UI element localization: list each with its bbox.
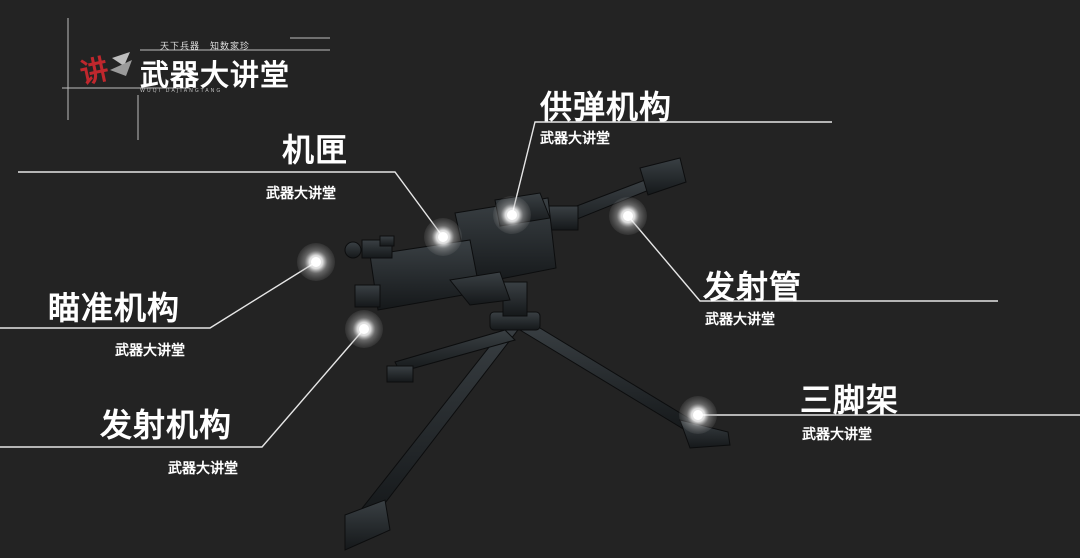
- leader-line-sight: [0, 261, 317, 329]
- leader-line-feed: [511, 121, 832, 216]
- leader-line-receiver: [18, 171, 444, 238]
- label-trigger-subtitle: 武器大讲堂: [168, 461, 238, 477]
- leader-line-barrel: [627, 215, 998, 302]
- label-barrel-subtitle: 武器大讲堂: [705, 312, 775, 328]
- label-tripod-title: 三脚架: [800, 381, 900, 419]
- label-tripod-subtitle: 武器大讲堂: [802, 427, 872, 443]
- logo-title: 武器大讲堂: [140, 58, 291, 92]
- label-barrel-title: 发射管: [703, 268, 803, 306]
- label-sight-subtitle: 武器大讲堂: [115, 343, 185, 359]
- label-receiver-title: 机匣: [282, 131, 349, 169]
- callout-dots: [297, 196, 717, 434]
- label-trigger-title: 发射机构: [100, 406, 233, 444]
- label-feed-title: 供弹机构: [540, 88, 673, 126]
- gun-shape: [344, 157, 687, 311]
- tripod-shape: [344, 281, 731, 551]
- label-sight-title: 瞄准机构: [48, 289, 181, 327]
- logo-english: WUQI DAJIANGTANG: [140, 88, 223, 94]
- label-receiver-subtitle: 武器大讲堂: [266, 186, 336, 202]
- leader-lines: [0, 121, 1080, 448]
- leader-line-trigger: [0, 328, 365, 448]
- logo-frame: [62, 18, 330, 140]
- logo-slogan: 天下兵器 知数家珍: [160, 42, 251, 52]
- label-feed-subtitle: 武器大讲堂: [540, 131, 610, 147]
